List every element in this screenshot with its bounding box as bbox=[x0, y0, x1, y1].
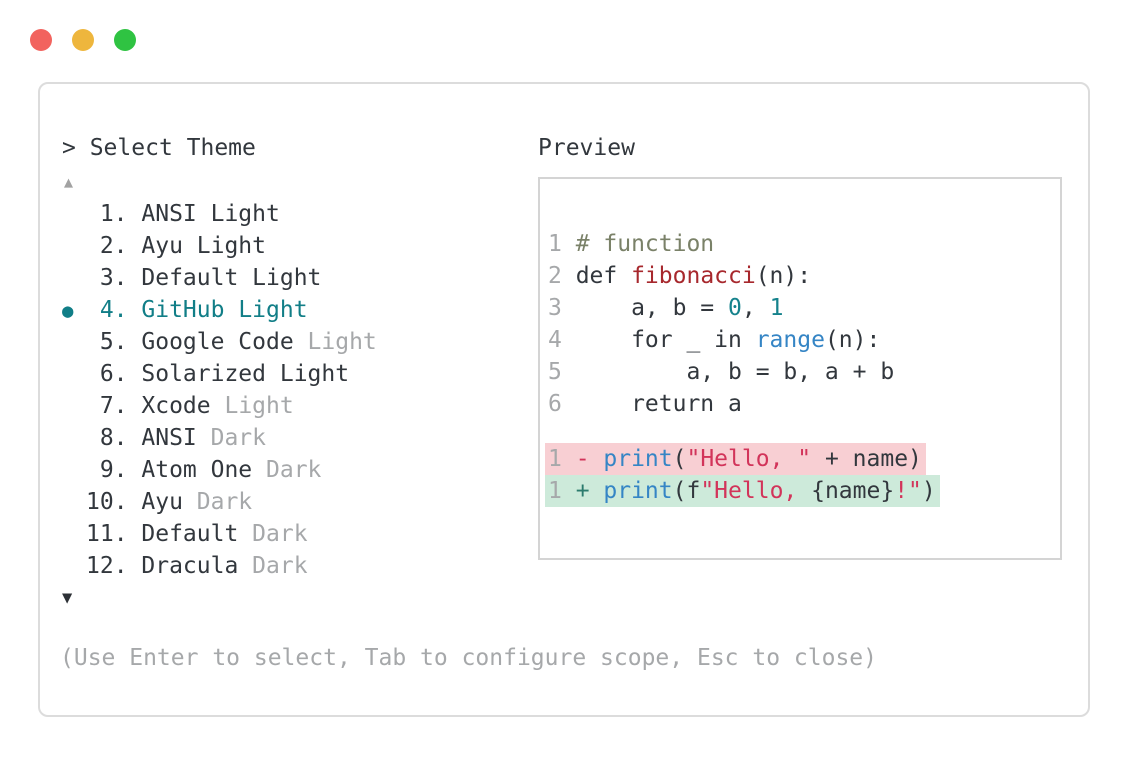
code-token: a, b = b, a + b bbox=[575, 359, 895, 385]
code-token: {name} bbox=[811, 478, 895, 504]
scroll-down-icon[interactable]: ▼ bbox=[62, 588, 73, 608]
diff-plus-icon: + bbox=[575, 478, 590, 504]
code-token: print bbox=[603, 478, 673, 504]
line-number: 2 bbox=[548, 263, 562, 289]
selected-bullet-icon: ● bbox=[62, 300, 74, 322]
code-token: fibonacci bbox=[631, 263, 756, 289]
page-title: Select Theme bbox=[89, 135, 256, 161]
code-line-5: 5 a, b = b, a + b bbox=[548, 356, 1060, 388]
code-token: return a bbox=[575, 391, 742, 417]
scroll-up-icon[interactable]: ▲ bbox=[64, 173, 74, 191]
code-token: range bbox=[755, 327, 825, 353]
code-token: for _ in bbox=[575, 327, 756, 353]
code-token: a, b = bbox=[575, 295, 729, 321]
minimize-button[interactable] bbox=[72, 29, 94, 51]
code-token: 0 bbox=[728, 295, 742, 321]
code-token: (n): bbox=[824, 327, 881, 353]
line-number: 6 bbox=[548, 391, 562, 417]
select-theme-prompt: > Select Theme bbox=[62, 132, 256, 164]
code-token: 1 bbox=[769, 295, 784, 321]
code-line-3: 3 a, b = 0, 1 bbox=[548, 292, 1060, 324]
code-token: (n): bbox=[755, 263, 812, 289]
diff-spacer bbox=[548, 420, 1060, 443]
code-line-2: 2 def fibonacci(n): bbox=[548, 260, 1060, 292]
code-token: print bbox=[603, 446, 673, 472]
code-token: "Hello, bbox=[700, 478, 812, 504]
zoom-button[interactable] bbox=[114, 29, 136, 51]
line-number: 1 bbox=[548, 231, 562, 257]
help-text: (Use Enter to select, Tab to configure s… bbox=[60, 645, 877, 671]
line-number: 3 bbox=[548, 295, 562, 321]
code-token: def bbox=[575, 263, 632, 289]
code-token: "Hello, " bbox=[686, 446, 812, 472]
code-token: # function bbox=[575, 231, 715, 257]
line-number: 4 bbox=[548, 327, 562, 353]
diff-minus-icon: - bbox=[575, 446, 590, 472]
preview-title: Preview bbox=[538, 135, 635, 161]
code-token: , bbox=[741, 295, 770, 321]
line-number: 5 bbox=[548, 359, 562, 385]
code-token: ( bbox=[672, 446, 687, 472]
line-number: 1 bbox=[548, 446, 562, 472]
code-token: ) bbox=[921, 478, 936, 504]
code-token: !" bbox=[894, 478, 922, 504]
code-token: (f bbox=[672, 478, 701, 504]
code-line-6: 6 return a bbox=[548, 388, 1060, 420]
code-line-1: 1 # function bbox=[548, 228, 1060, 260]
prompt-chevron-icon: > bbox=[62, 135, 76, 161]
diff-row-removed: 1-print("Hello, " + name) bbox=[545, 443, 1060, 475]
code-line-4: 4 for _ in range(n): bbox=[548, 324, 1060, 356]
close-button[interactable] bbox=[30, 29, 52, 51]
code-token: + name) bbox=[811, 446, 922, 472]
diff-row-added: 1 + print(f"Hello, {name}!") bbox=[545, 475, 1060, 507]
line-number: 1 bbox=[548, 478, 562, 504]
